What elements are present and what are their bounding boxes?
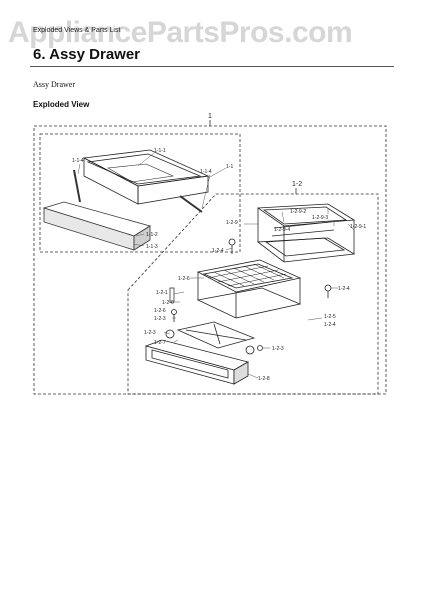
base-plate-part (165, 321, 256, 355)
group-label-1-2: 1-2 (292, 181, 302, 188)
rack-group-box (127, 193, 379, 395)
callout-1-2-7: 1-2-7 (154, 340, 166, 346)
rail-left (73, 169, 81, 203)
callout-1-2-1: 1-2-1 (156, 290, 168, 296)
section-heading: Exploded View (33, 100, 90, 109)
grate-part (196, 259, 302, 319)
exploded-view-diagram: 1 1-2 1-1-1 1-1-4 1-1-4 1-1 1-1-2 1-1-3 … (33, 113, 387, 395)
callout-1-2-3-a: 1-2-3 (154, 316, 166, 322)
group-label-1: 1 (208, 113, 212, 120)
callout-1-2-9-1: 1-2-9-1 (350, 224, 366, 230)
callout-1-2-9-4: 1-2-9-4 (274, 227, 290, 233)
callout-1-2-4-a: 1-2-4 (212, 248, 224, 254)
title-divider (30, 66, 394, 67)
breadcrumb: Exploded Views & Parts List (33, 27, 121, 34)
callout-1-2-4-b: 1-2-4 (338, 286, 350, 292)
rail-right (179, 195, 203, 213)
subtitle: Assy Drawer (33, 80, 75, 89)
callout-1-2-4-c: 1-2-4 (324, 322, 336, 328)
callout-1-2-9-3: 1-2-9-3 (312, 215, 328, 221)
drawer-group-box (39, 133, 241, 253)
callout-1-1-2: 1-1-2 (146, 232, 158, 238)
callout-1-1-4-top: 1-1-4 (72, 158, 84, 164)
callout-1-2-6-c: 1-2-6 (154, 308, 166, 314)
callout-1-2-6-a: 1-2-6 (178, 276, 190, 282)
drawer-frame-part (82, 149, 210, 205)
door-panel-part (144, 339, 250, 385)
callout-1-2-9: 1-2-9 (226, 220, 238, 226)
callout-1-1-3: 1-1-3 (146, 244, 158, 250)
callout-1-1-1: 1-1-1 (154, 148, 166, 154)
front-panel-part (42, 201, 151, 251)
callout-1-1-4-right: 1-1-4 (200, 169, 212, 175)
callout-1-2-6-b: 1-2-6 (162, 300, 174, 306)
callout-1-2-5: 1-2-5 (324, 314, 336, 320)
callout-1-2-9-2: 1-2-9-2 (290, 209, 306, 215)
callout-1-2-3-c: 1-2-3 (272, 346, 284, 352)
rack-frame-part (256, 203, 356, 263)
page-title: 6. Assy Drawer (33, 46, 141, 63)
hinge-part (169, 287, 175, 303)
callout-1-2-8: 1-2-8 (258, 376, 270, 382)
watermark-logo: AppliancePartsPros.com (8, 16, 353, 49)
callout-1-2-3-b: 1-2-3 (144, 330, 156, 336)
callout-1-1: 1-1 (226, 164, 233, 170)
